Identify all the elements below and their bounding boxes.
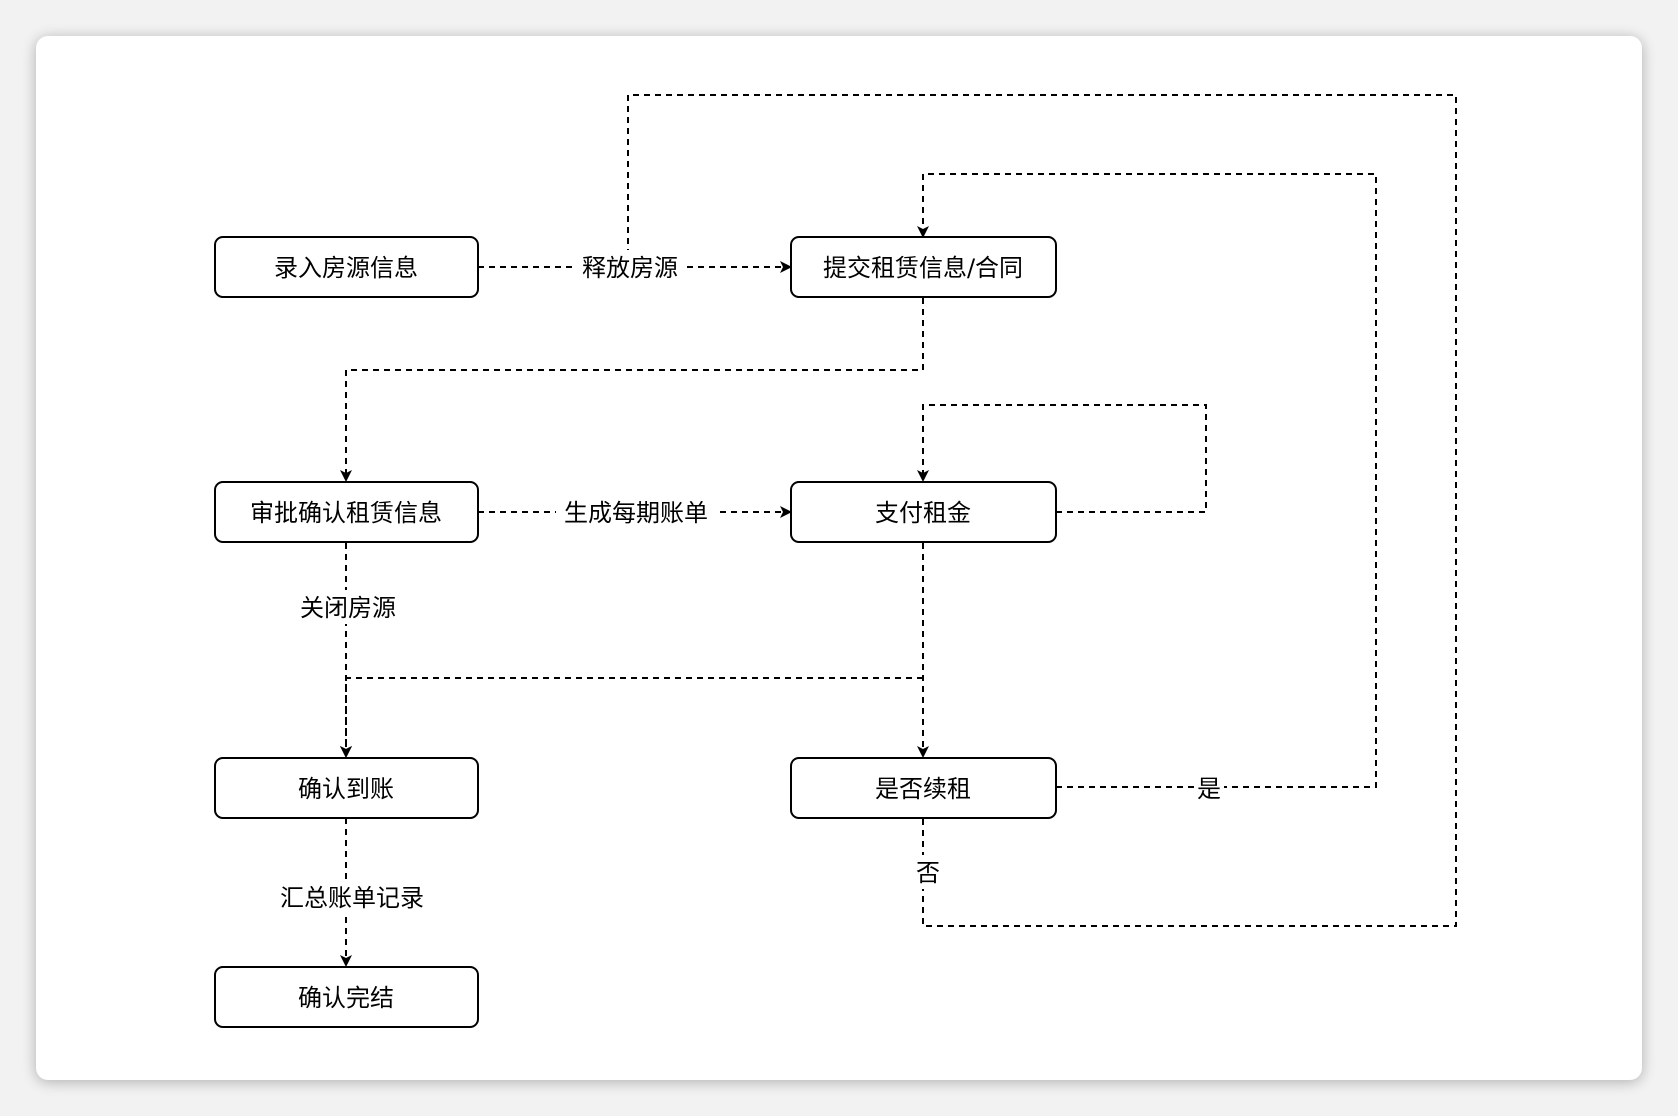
svg-text:释放房源: 释放房源 — [582, 254, 678, 282]
node-approve-lease[interactable]: 审批确认租赁信息 — [214, 481, 479, 543]
svg-text:否: 否 — [916, 859, 940, 887]
svg-text:汇总账单记录: 汇总账单记录 — [280, 884, 424, 912]
svg-text:录入房源信息: 录入房源信息 — [274, 254, 418, 282]
edge-submit-to-approve — [340, 298, 924, 482]
edge-pay-to-receipt — [340, 677, 923, 758]
svg-text:确认完结: 确认完结 — [298, 984, 394, 1012]
svg-text:支付租金: 支付租金 — [875, 499, 971, 527]
label-generate-bills: 生成每期账单 — [556, 495, 716, 529]
edge-pay-loop — [917, 404, 1207, 513]
svg-text:关闭房源: 关闭房源 — [300, 594, 396, 622]
label-release-listing: 释放房源 — [576, 250, 684, 284]
svg-text:审批确认租赁信息: 审批确认租赁信息 — [250, 499, 442, 527]
node-confirm-complete[interactable]: 确认完结 — [214, 966, 479, 1028]
edge-outer-loop — [627, 94, 1457, 927]
svg-text:是否续租: 是否续租 — [875, 775, 971, 803]
svg-text:生成每期账单: 生成每期账单 — [564, 499, 708, 527]
node-pay-rent[interactable]: 支付租金 — [790, 481, 1057, 543]
label-no: 否 — [913, 855, 943, 889]
node-confirm-receipt[interactable]: 确认到账 — [214, 757, 479, 819]
node-submit-lease[interactable]: 提交租赁信息/合同 — [790, 236, 1057, 298]
label-close-listing: 关闭房源 — [294, 590, 402, 624]
edge-renew-yes — [917, 173, 1377, 788]
svg-text:提交租赁信息/合同: 提交租赁信息/合同 — [823, 254, 1023, 282]
label-yes: 是 — [1194, 771, 1224, 805]
label-summarize-bills: 汇总账单记录 — [272, 880, 432, 914]
node-enter-listing[interactable]: 录入房源信息 — [214, 236, 479, 298]
svg-text:确认到账: 确认到账 — [298, 775, 394, 803]
node-renew-decision[interactable]: 是否续租 — [790, 757, 1057, 819]
svg-text:是: 是 — [1197, 775, 1221, 803]
